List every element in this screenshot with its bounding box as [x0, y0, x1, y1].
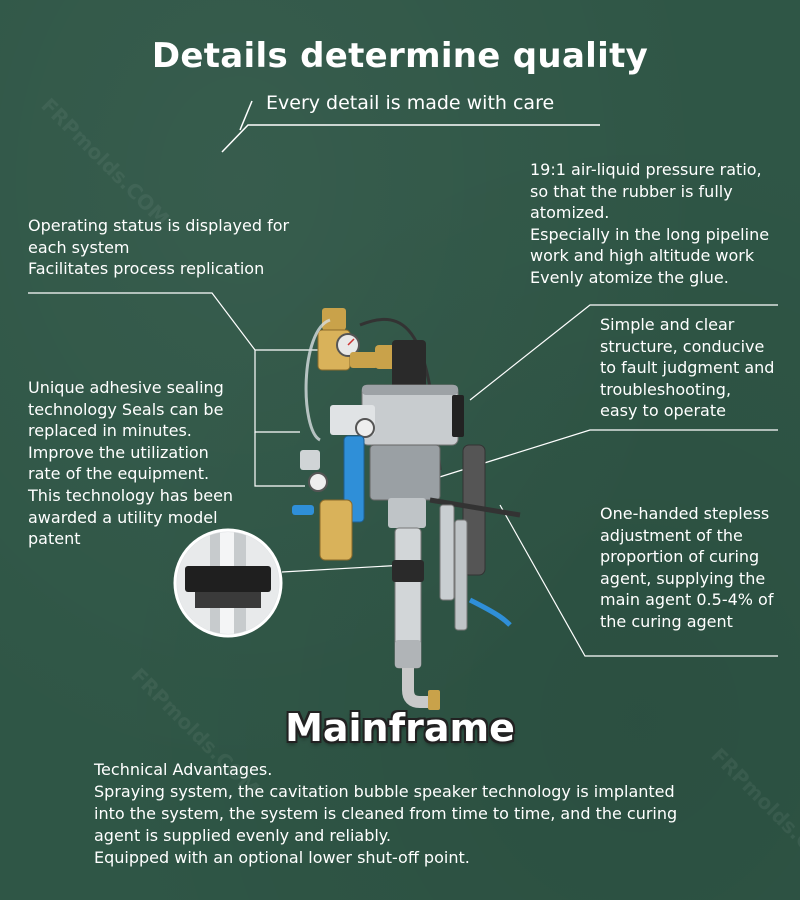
technical-advantages: Technical Advantages. Spraying system, t… — [94, 760, 678, 867]
callout-adhesive-sealing: Unique adhesive sealing technology Seals… — [28, 378, 234, 549]
callout-stepless-adjustment: One-handed stepless adjustment of the pr… — [600, 504, 774, 631]
page-title: Details determine quality — [151, 36, 649, 76]
subtitle-underline — [221, 124, 600, 153]
product-name: Mainframe — [285, 706, 515, 750]
callout-operating-status: Operating status is displayed for each s… — [28, 216, 290, 279]
leader-lines — [28, 292, 778, 657]
subtitle-slash — [239, 100, 253, 131]
spray-machine — [292, 308, 521, 710]
callout-pressure-ratio: 19:1 air-liquid pressure ratio, so that … — [530, 160, 770, 287]
seal-detail-inset — [173, 528, 283, 638]
callout-simple-structure: Simple and clear structure, conducive to… — [600, 315, 775, 421]
page-subtitle: Every detail is made with care — [266, 92, 555, 114]
